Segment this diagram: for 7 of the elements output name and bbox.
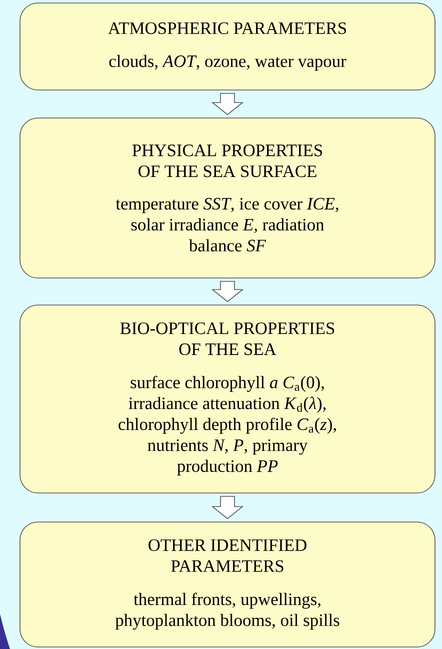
block-arrow <box>211 496 244 520</box>
process-box: BIO-OPTICAL PROPERTIES OF THE SEA surface chlorophyll a C$_{a}$(0), irradiance attenuation K$_{d}$(λ), chlorophyll depth profile C$_{a}$(z), nutrients N, P, primary production PP <box>20 304 436 494</box>
block-arrow <box>211 93 244 116</box>
block-arrow <box>211 281 244 302</box>
process-box: ATMOSPHERIC PARAMETERS clouds, AOT, ozone, water vapour <box>20 2 436 90</box>
process-box: PHYSICAL PROPERTIES OF THE SEA SURFACE temperature SST, ice cover ICE, solar irradiance E, radiation balance SF <box>20 118 436 278</box>
process-box: OTHER IDENTIFIED PARAMETERS thermal fronts, upwellings, phytoplankton blooms, oil spills <box>20 522 436 648</box>
